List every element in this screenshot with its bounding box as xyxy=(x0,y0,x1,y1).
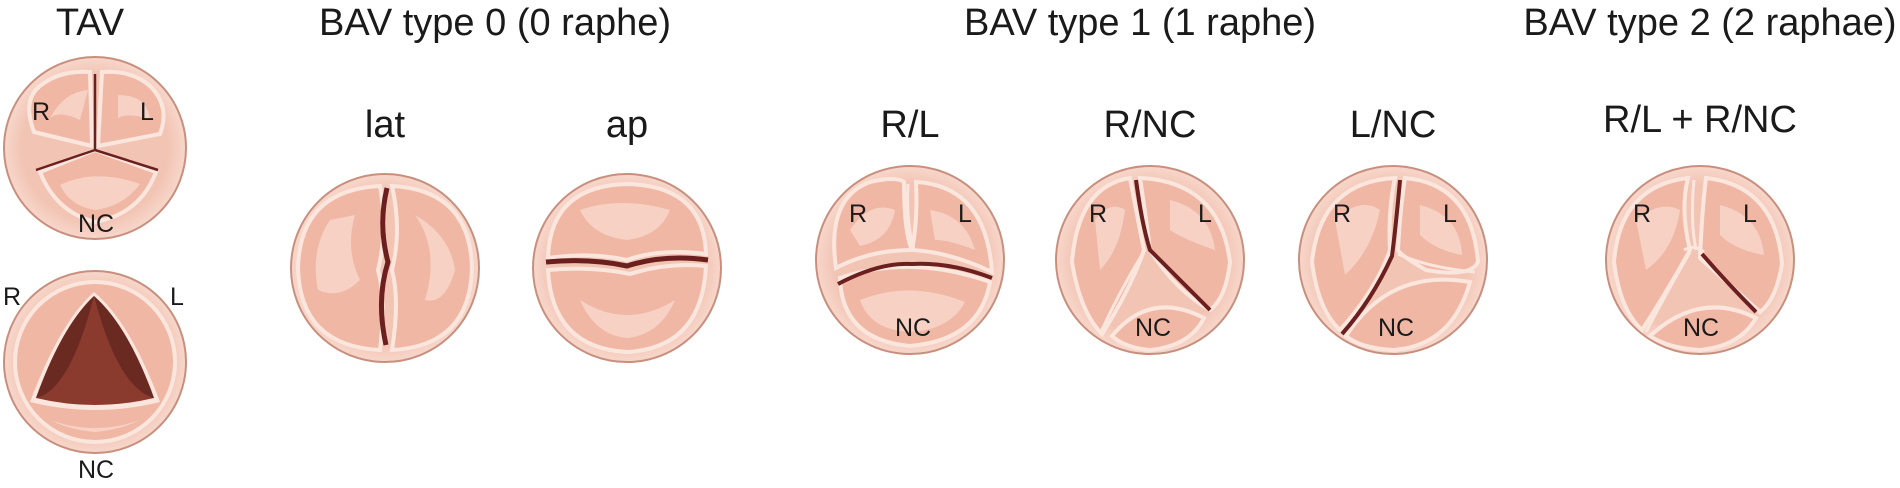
rnc-cusp-nc: NC xyxy=(1135,314,1171,342)
tav-open-cusp-l: L xyxy=(170,283,184,311)
subtype-ap-label: ap xyxy=(606,104,648,146)
rl-cusp-nc: NC xyxy=(895,314,931,342)
rl-cusp-r: R xyxy=(849,200,867,228)
subtype-rnc-label: R/NC xyxy=(1104,104,1197,146)
header-tav: TAV xyxy=(56,2,125,44)
lnc-cusp-nc: NC xyxy=(1378,314,1414,342)
tav-closed-cusp-r: R xyxy=(32,98,50,126)
tav-open-valve xyxy=(3,270,187,454)
subtype-lat-label: lat xyxy=(365,104,406,146)
tav-closed-cusp-l: L xyxy=(140,98,154,126)
header-bav-type-2: BAV type 2 (2 raphae) xyxy=(1523,2,1896,44)
header-bav-type-0: BAV type 0 (0 raphe) xyxy=(319,2,671,44)
subtype-rl-label: R/L xyxy=(880,104,939,146)
tav-closed-valve xyxy=(3,56,187,240)
tav-closed-cusp-nc: NC xyxy=(78,210,114,238)
lnc-cusp-r: R xyxy=(1333,200,1351,228)
bav-type1-lnc-valve xyxy=(1298,165,1488,355)
tav-open-cusp-r: R xyxy=(3,283,21,311)
rl-rnc-cusp-r: R xyxy=(1633,200,1651,228)
rnc-cusp-r: R xyxy=(1089,200,1107,228)
subtype-rl-rnc-label: R/L + R/NC xyxy=(1603,99,1797,141)
lnc-cusp-l: L xyxy=(1443,200,1457,228)
subtype-lnc-label: L/NC xyxy=(1350,104,1437,146)
rl-rnc-cusp-nc: NC xyxy=(1683,314,1719,342)
tav-open-cusp-nc: NC xyxy=(78,456,114,484)
bav-type0-ap-valve xyxy=(532,173,722,363)
bav-type1-rnc-valve xyxy=(1055,165,1245,355)
rl-cusp-l: L xyxy=(958,200,972,228)
bav-type1-rl-valve xyxy=(815,165,1005,355)
bav-type2-rl-rnc-valve xyxy=(1605,165,1795,355)
rl-rnc-cusp-l: L xyxy=(1743,200,1757,228)
bav-type0-lat-valve xyxy=(290,173,480,363)
header-bav-type-1: BAV type 1 (1 raphe) xyxy=(964,2,1316,44)
rnc-cusp-l: L xyxy=(1198,200,1212,228)
